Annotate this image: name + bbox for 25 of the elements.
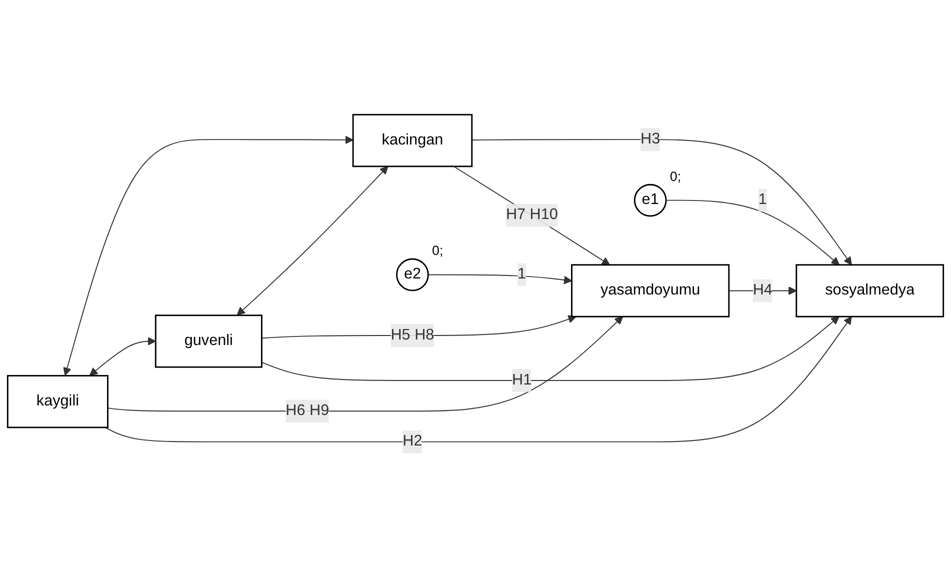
node-circle: e2 xyxy=(396,258,429,292)
node-box: sosyalmedya xyxy=(796,264,944,318)
node-box: kaygili xyxy=(6,375,108,428)
edge-label: 1 xyxy=(758,192,767,208)
arrow xyxy=(453,166,610,266)
edge-label: H4 xyxy=(752,282,772,298)
node-box: guvenli xyxy=(154,314,262,368)
arrow xyxy=(666,200,840,266)
edge-label: H3 xyxy=(640,130,660,148)
edge-label: H2 xyxy=(402,433,422,450)
arrow xyxy=(63,136,354,376)
edge-label: H1 xyxy=(512,372,532,388)
arrow xyxy=(428,274,572,284)
node-circle: e1 xyxy=(634,184,667,217)
variance-label: 0; xyxy=(432,243,444,258)
node-box: kacingan xyxy=(352,114,473,168)
node-box: yasamdoyumu xyxy=(571,264,730,318)
arrow xyxy=(236,166,388,316)
edge-label: H5 H8 xyxy=(390,326,434,344)
edge-label: H7 H10 xyxy=(506,206,558,224)
arrow xyxy=(89,337,156,376)
arrow xyxy=(471,139,852,266)
variance-label: 0; xyxy=(670,168,682,184)
edge-label: H6 H9 xyxy=(286,402,330,419)
edge-label: 1 xyxy=(518,266,526,282)
